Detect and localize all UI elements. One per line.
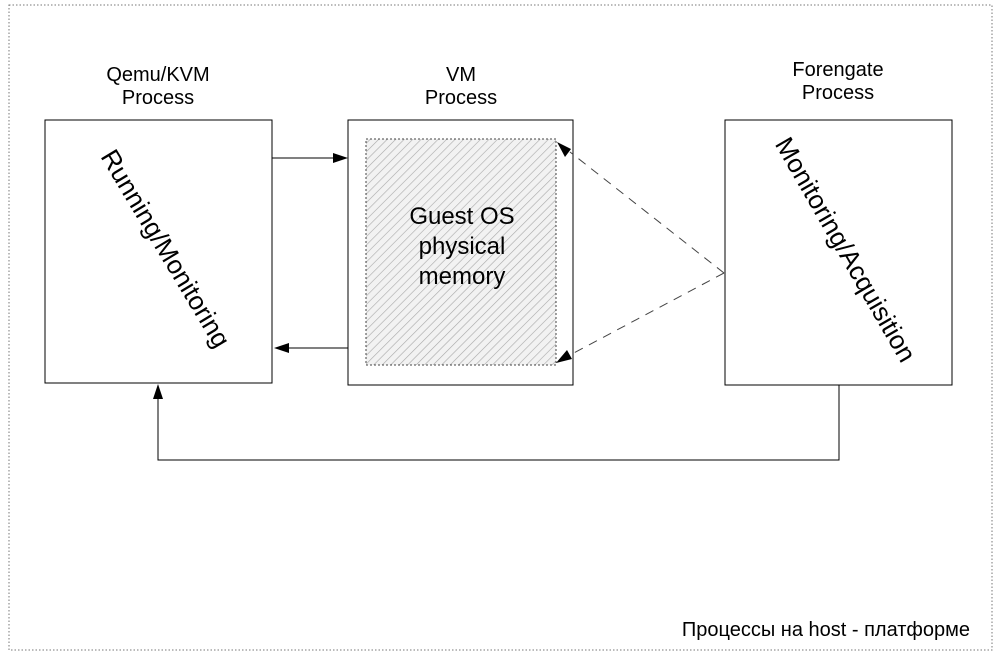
qemu-process-box — [44, 119, 273, 384]
guest-memory-line2: physical — [419, 233, 506, 260]
host-platform-frame — [8, 4, 993, 651]
host-platform-label: Процессы на host - платформе — [682, 619, 970, 641]
forengate-title-line2: Process — [802, 82, 874, 104]
qemu-kvm-process: Qemu/KVM Process Running/Monitoring — [44, 64, 273, 384]
forengate-title-line1: Forengate — [792, 59, 883, 81]
guest-memory-line1: Guest OS — [409, 203, 514, 230]
guest-memory-line3: memory — [419, 263, 506, 290]
vm-process: VM Process Guest OS physical memory — [347, 64, 574, 386]
dashed-arrow-forengate-to-memory-bottom — [556, 272, 725, 363]
forengate-process-box — [724, 119, 953, 386]
arrow-forengate-to-qemu — [153, 384, 840, 461]
guest-memory-region — [365, 138, 557, 366]
vm-title-line1: VM — [446, 64, 476, 86]
qemu-title-line1: Qemu/KVM — [106, 64, 209, 86]
forengate-process: Forengate Process Monitoring/Acquisition — [724, 59, 953, 386]
vm-title-line2: Process — [425, 87, 497, 109]
arrow-vm-to-qemu — [274, 343, 348, 353]
qemu-title-line2: Process — [122, 87, 194, 109]
dashed-arrow-forengate-to-memory-top — [557, 142, 725, 274]
arrow-qemu-to-vm — [272, 153, 348, 163]
